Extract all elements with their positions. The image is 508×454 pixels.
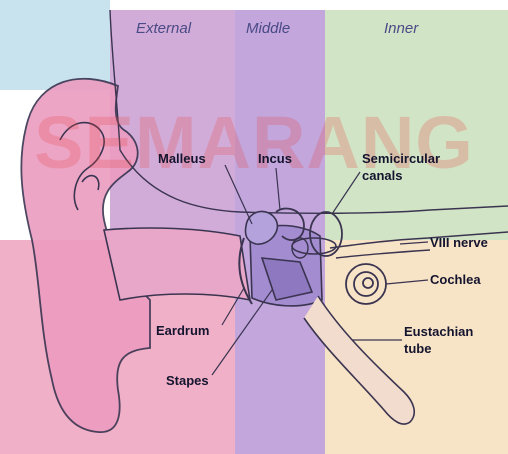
label-eardrum: Eardrum [156, 322, 209, 339]
label-eustachian-line1: Eustachian [404, 323, 473, 340]
label-semicircular-line1: Semicircular [362, 150, 440, 167]
label-malleus: Malleus [158, 150, 206, 167]
ear-canal [104, 228, 250, 300]
top-left-sky [0, 0, 110, 90]
watermark-text: SEMARANG [0, 100, 508, 185]
label-incus: Incus [258, 150, 292, 167]
region-label-inner: Inner [384, 20, 418, 37]
region-label-middle: Middle [246, 20, 290, 37]
label-viii-nerve: VIII nerve [430, 234, 488, 251]
label-cochlea: Cochlea [430, 271, 481, 288]
label-stapes: Stapes [166, 372, 209, 389]
region-label-external: External [136, 20, 191, 37]
label-semicircular-line2: canals [362, 167, 402, 184]
label-eustachian-line2: tube [404, 340, 431, 357]
